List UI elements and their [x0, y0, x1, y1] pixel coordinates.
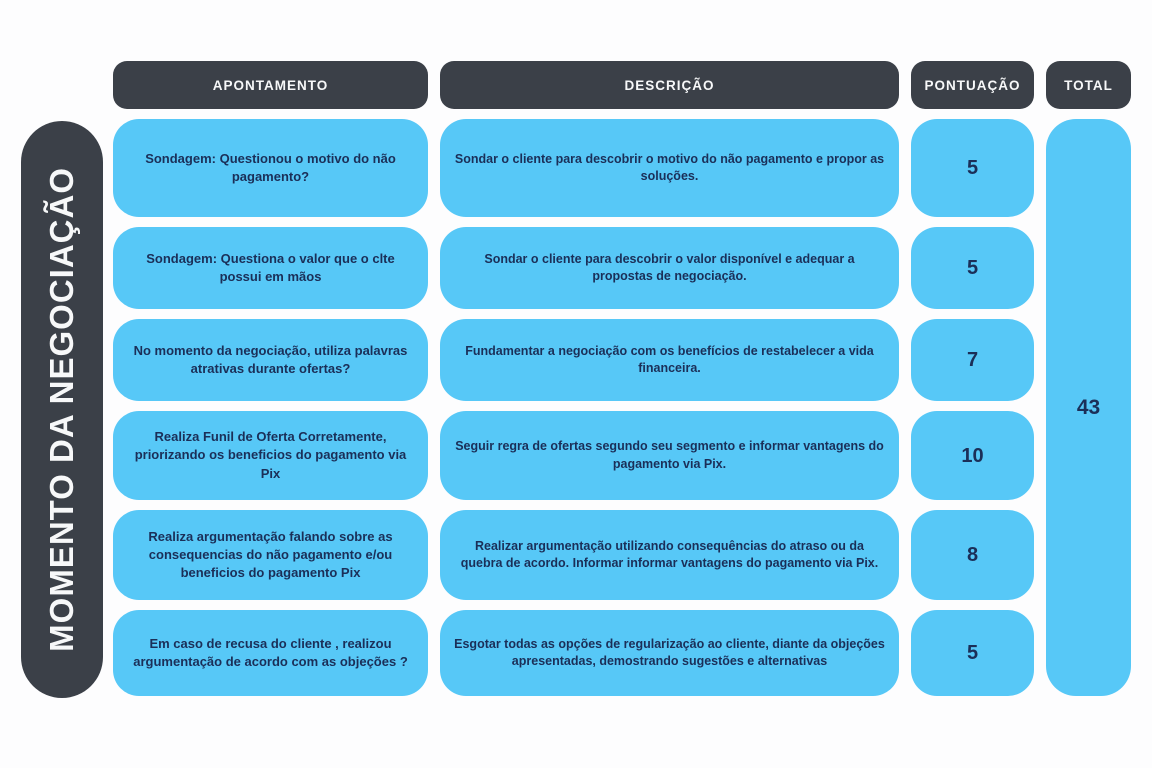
column-header-total: TOTAL: [1046, 61, 1131, 109]
pontuacao-cell: 5: [911, 610, 1034, 696]
descricao-cell: Fundamentar a negociação com os benefíci…: [440, 319, 899, 401]
descricao-cell: Esgotar todas as opções de regularização…: [440, 610, 899, 696]
apontamento-cell: No momento da negociação, utiliza palavr…: [113, 319, 428, 401]
descricao-cell: Sondar o cliente para descobrir o motivo…: [440, 119, 899, 217]
pontuacao-cell: 10: [911, 411, 1034, 500]
descricao-cell: Seguir regra de ofertas segundo seu segm…: [440, 411, 899, 500]
apontamento-cell: Sondagem: Questionou o motivo do não pag…: [113, 119, 428, 217]
apontamento-cell: Realiza argumentação falando sobre as co…: [113, 510, 428, 600]
apontamento-cell: Realiza Funil de Oferta Corretamente, pr…: [113, 411, 428, 500]
column-header-apontamento: APONTAMENTO: [113, 61, 428, 109]
column-header-descricao: DESCRIÇÃO: [440, 61, 899, 109]
pontuacao-cell: 5: [911, 119, 1034, 217]
pontuacao-cell: 7: [911, 319, 1034, 401]
apontamento-cell: Sondagem: Questiona o valor que o clte p…: [113, 227, 428, 309]
descricao-cell: Sondar o cliente para descobrir o valor …: [440, 227, 899, 309]
category-sidebar: MOMENTO DA NEGOCIAÇÃO: [21, 121, 103, 698]
score-table: APONTAMENTO DESCRIÇÃO PONTUAÇÃO TOTAL So…: [113, 61, 1131, 696]
column-header-pontuacao: PONTUAÇÃO: [911, 61, 1034, 109]
pontuacao-cell: 5: [911, 227, 1034, 309]
apontamento-cell: Em caso de recusa do cliente , realizou …: [113, 610, 428, 696]
descricao-cell: Realizar argumentação utilizando consequ…: [440, 510, 899, 600]
category-label: MOMENTO DA NEGOCIAÇÃO: [43, 167, 80, 652]
pontuacao-cell: 8: [911, 510, 1034, 600]
total-value-cell: 43: [1046, 119, 1131, 696]
